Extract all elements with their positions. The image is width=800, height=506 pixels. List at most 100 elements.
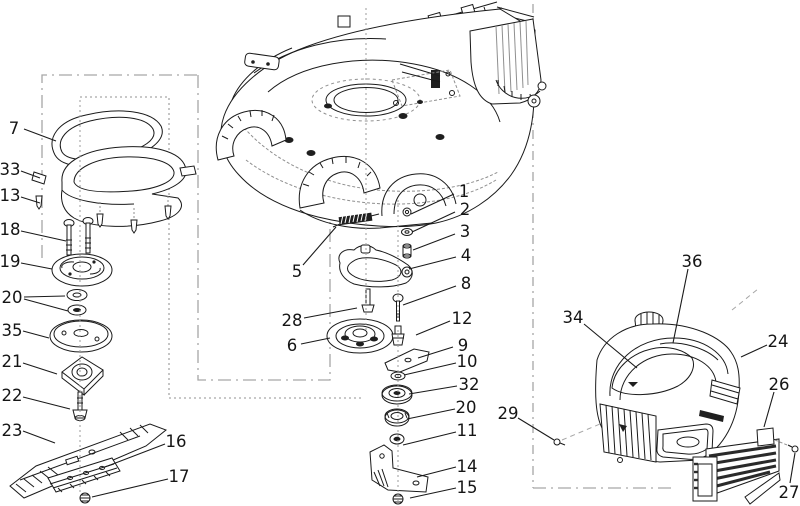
part-number-10: 10 [457, 352, 478, 371]
part-number-21: 21 [2, 352, 23, 371]
front-right-arch [381, 173, 457, 217]
leader-line-14 [416, 466, 457, 478]
cover-screws [35, 195, 172, 234]
part-number-15: 15 [457, 478, 478, 497]
part-number-16: 16 [166, 432, 187, 451]
leader-line-35 [22, 330, 50, 339]
screw-29 [553, 438, 566, 446]
leader-line-13 [20, 196, 41, 204]
leader-line-7 [23, 128, 57, 142]
part-number-9: 9 [458, 336, 469, 355]
screw-27 [787, 444, 799, 453]
mower-deck-housing [215, 1, 547, 229]
axis-lines [79, 8, 399, 502]
blade-driver [61, 356, 104, 397]
bracket-9 [384, 348, 430, 373]
engine-tank-cover [656, 423, 714, 460]
deck-latch-plate [244, 15, 351, 71]
washers-20 [66, 289, 88, 316]
engine-pulley [326, 318, 394, 354]
part-number-3: 3 [460, 222, 471, 241]
callout-labels: 7331318192035212223161752861234812910322… [0, 119, 800, 502]
leader-line-11 [402, 431, 457, 446]
engine-cylinder-fins [699, 379, 741, 422]
part-number-23: 23 [2, 421, 23, 440]
guard-clamp [756, 427, 775, 447]
spindle-brake-group [326, 207, 430, 505]
pulley-32 [381, 384, 413, 405]
front-center-arch [298, 156, 381, 209]
leader-line-36 [672, 268, 689, 344]
brake-spring [332, 211, 380, 228]
leader-line-22 [22, 396, 71, 410]
part-number-36: 36 [682, 252, 703, 271]
part-number-26: 26 [769, 375, 790, 394]
deck-bolts [284, 103, 445, 156]
part-number-22: 22 [2, 386, 23, 405]
part-number-20: 20 [2, 288, 23, 307]
bracket-14 [369, 444, 429, 493]
part-number-28: 28 [282, 311, 303, 330]
engine-group [553, 288, 799, 505]
height-adjuster-panel [391, 18, 547, 108]
belt-cover-group [9, 110, 197, 504]
leader-line-26 [763, 391, 775, 428]
leader-line-21 [22, 362, 58, 375]
leader-line-15 [409, 487, 457, 499]
part-number-17: 17 [169, 467, 190, 486]
part-number-13: 13 [0, 186, 21, 205]
leader-line-8 [402, 285, 457, 306]
part-number-33: 33 [0, 160, 21, 179]
part-number-24: 24 [768, 332, 789, 351]
leader-line-12 [415, 320, 451, 336]
mount-bolts-18 [63, 217, 94, 256]
part-number-20: 20 [456, 398, 477, 417]
leader-line-10 [403, 362, 457, 376]
engine [595, 311, 741, 465]
leader-line-29 [517, 417, 555, 441]
nut-11 [389, 433, 405, 445]
disc-35 [49, 319, 113, 353]
part-number-14: 14 [457, 457, 478, 476]
leader-line-18 [20, 230, 67, 242]
part-number-5: 5 [292, 262, 303, 281]
leader-line-20 [23, 298, 69, 312]
nut-15 [392, 493, 404, 505]
leader-line-28 [303, 307, 358, 319]
leader-line-19 [20, 262, 53, 270]
leader-line-33 [20, 170, 41, 179]
blade-accelerator [47, 457, 121, 493]
bearing-20 [384, 408, 410, 427]
belt-cover [31, 146, 197, 234]
part-number-8: 8 [461, 274, 472, 293]
leader-line-17 [91, 478, 169, 498]
leader-line-16 [104, 443, 166, 468]
leader-line-5 [302, 226, 337, 266]
part-number-12: 12 [452, 309, 473, 328]
leader-line-24 [740, 344, 768, 358]
leader-line-23 [22, 430, 56, 444]
part-number-7: 7 [9, 119, 20, 138]
part-number-32: 32 [459, 375, 480, 394]
fastener-stack [401, 207, 413, 259]
part-number-35: 35 [2, 321, 23, 340]
part-number-19: 19 [0, 252, 21, 271]
leader-line-9 [417, 346, 454, 359]
front-left-wheel-arch [215, 110, 287, 161]
leader-line-20 [23, 295, 66, 298]
leader-line-4 [408, 256, 457, 270]
part-number-4: 4 [461, 246, 472, 265]
part-number-2: 2 [460, 200, 471, 219]
spindle-pulley [51, 253, 113, 287]
engine-front-fins [599, 403, 657, 463]
blade-nut [79, 492, 91, 504]
engine-shroud-panel [611, 347, 694, 396]
brake-bracket [338, 244, 413, 288]
part-number-1: 1 [459, 182, 470, 201]
leader-line-2 [411, 211, 456, 233]
part-number-27: 27 [779, 483, 800, 502]
part-number-6: 6 [287, 336, 298, 355]
part-number-29: 29 [498, 404, 519, 423]
